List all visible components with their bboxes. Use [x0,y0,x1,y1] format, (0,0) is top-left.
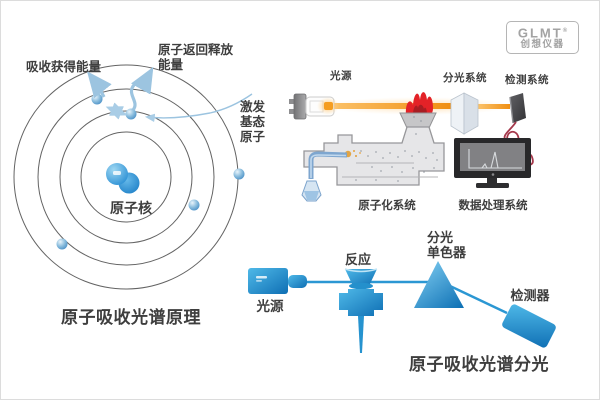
burner-pedestal [399,112,437,129]
optical-detector-label: 检测器 [510,288,550,303]
orbit-transition-double-arrow [105,102,128,120]
logo-brand-text: GLMT® [517,25,568,41]
orbit-circle-3 [37,88,215,266]
absorb-energy-arrow [87,71,112,99]
logo-subtitle: 创想仪器 [520,39,565,51]
atomization-system-label: 原子化系统 [358,200,416,212]
nucleus [106,163,140,194]
electron [56,238,68,250]
optical-light-source-label: 光源 [256,299,284,314]
spectrum-trace [468,149,522,169]
atom-diagram-title: 原子吸收光谱原理 [61,308,201,327]
optical-path-diagram [248,261,556,353]
sample-flask-icon [301,180,322,202]
light-beam-segment-1 [330,103,451,109]
detector-box-icon [502,304,556,348]
registered-mark: ® [562,27,568,34]
detector-plate-icon [509,93,526,124]
electron [188,199,200,211]
chamber-baffles [342,162,438,178]
electron [233,168,245,180]
aas-instrument-schematic [289,92,534,202]
light-beam-segment-2 [478,104,510,109]
electron [91,93,103,105]
release-energy-label: 原子返回释放能量 [158,43,234,72]
absorb-energy-label: 吸收获得能量 [26,60,102,74]
atomizer-chamber [303,126,445,186]
monochromator-label: 分光单色器 [427,230,467,260]
monochromator-prism-icon [414,261,464,308]
reaction-label: 反应 [344,252,371,267]
data-processing-system-label: 数据处理系统 [458,200,528,212]
spectro-system-label: 分光系统 [443,72,487,84]
flame-icon [405,92,433,115]
excited-ground-atom-label: 激发基态原子 [240,100,266,144]
nucleus-label: 原子核 [110,200,152,216]
energy-arrows [87,66,253,123]
light-source-box-icon [248,268,307,294]
monitor-icon [454,138,531,188]
electron [125,108,137,120]
release-energy-wavy-arrow [129,66,154,112]
orbit-circle-1 [80,131,172,223]
prism-icon [450,92,479,135]
optical-beam-diagonal [449,284,508,315]
brand-logo: GLMT® 创想仪器 [506,21,579,54]
aerosol-speckles [355,116,438,182]
hollow-cathode-lamp-icon [289,93,339,120]
excited-atom-pointer-arrow [144,93,253,123]
lamp-label: 光源 [330,70,352,82]
sample-intake-tube [308,151,348,179]
optical-diagram-title: 原子吸收光谱分光 [409,355,549,374]
detection-system-label: 检测系统 [505,74,549,86]
atom-orbit-diagram [13,64,253,290]
burner-icon [339,268,383,353]
